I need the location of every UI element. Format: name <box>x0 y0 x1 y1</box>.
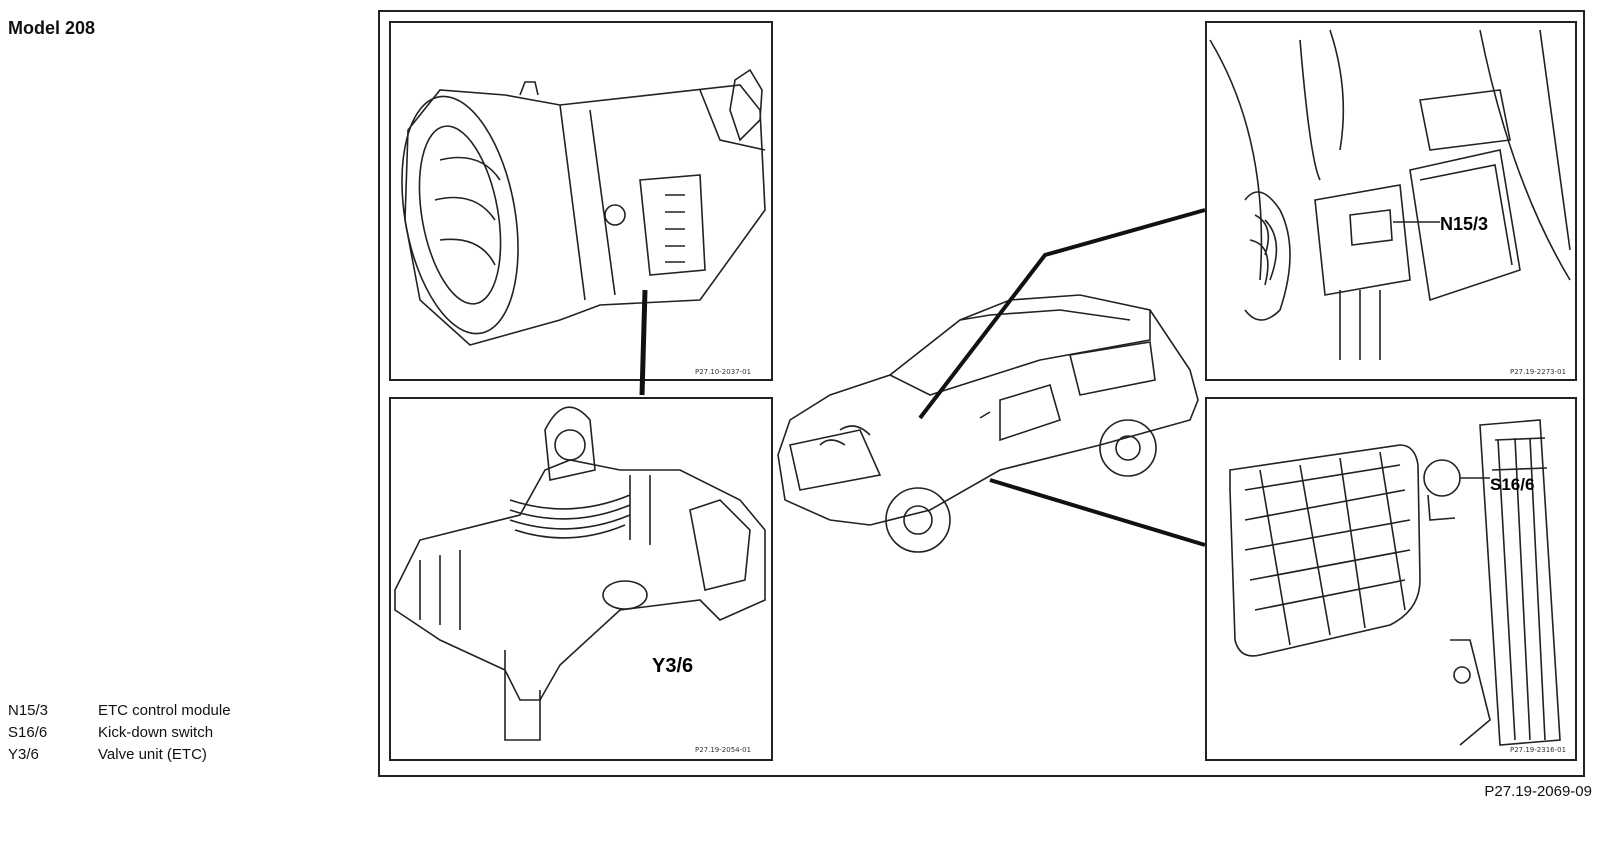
transmission-drawing <box>401 68 766 346</box>
valve-unit-panel <box>389 397 773 761</box>
figure-id: P27.19-2069-09 <box>1484 783 1592 800</box>
control-module-callout: N15/3 <box>1440 214 1488 234</box>
model-title: Model 208 <box>8 18 96 38</box>
transmission-panel <box>389 21 773 381</box>
legend-code: N15/3 <box>8 702 49 719</box>
leader-lines <box>639 208 1206 547</box>
kickdown-panel-id: P27.19-2316-01 <box>1510 746 1566 754</box>
kickdown-drawing <box>1229 419 1561 746</box>
control-module-panel-id: P27.19-2273-01 <box>1510 368 1566 376</box>
valve-unit-drawing <box>394 406 766 741</box>
kickdown-callout: S16/6 <box>1490 475 1534 494</box>
transmission-panel-id: P27.10-2037-01 <box>695 368 751 376</box>
legend-desc: ETC control module <box>98 702 231 719</box>
valve-unit-callout: Y3/6 <box>652 655 693 677</box>
legend-row: N15/3 ETC control module <box>8 700 231 722</box>
kickdown-panel <box>1205 397 1577 761</box>
legend-code: S16/6 <box>8 724 48 741</box>
legend-row: Y3/6 Valve unit (ETC) <box>8 744 231 766</box>
car-drawing <box>777 294 1199 553</box>
control-module-panel <box>1205 21 1577 381</box>
legend-row: S16/6 Kick-down switch <box>8 722 231 744</box>
diagram-frame <box>378 10 1585 777</box>
legend-desc: Valve unit (ETC) <box>98 746 207 763</box>
valve-unit-panel-id: P27.19-2054-01 <box>695 746 751 754</box>
legend-desc: Kick-down switch <box>98 724 214 741</box>
legend: N15/3 ETC control module S16/6 Kick-down… <box>8 700 231 766</box>
control-module-drawing <box>1209 29 1571 360</box>
legend-code: Y3/6 <box>8 746 39 763</box>
